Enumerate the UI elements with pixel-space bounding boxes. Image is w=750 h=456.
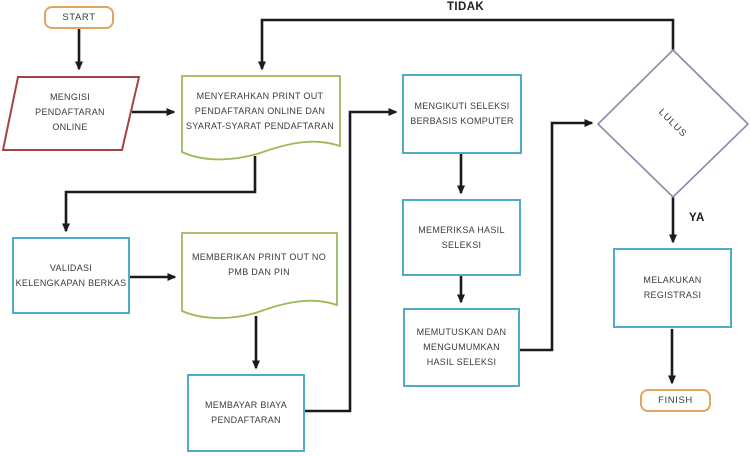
mengisi-parallelogram — [1, 76, 141, 151]
validasi-process-box: VALIDASI KELENGKAPAN BERKAS — [12, 237, 130, 314]
finish-terminator: FINISH — [640, 389, 711, 412]
start-label: START — [62, 12, 96, 23]
memeriksa-process-box: MEMERIKSA HASIL SELEKSI — [402, 199, 521, 276]
connector-membayar-to-mengikuti — [305, 108, 398, 413]
finish-label: FINISH — [658, 395, 693, 406]
mengikuti-label: MENGIKUTI SELEKSI BERBASIS KOMPUTER — [410, 101, 514, 126]
membayar-label: MEMBAYAR BIAYA PENDAFTARAN — [204, 400, 288, 425]
menyerahkan-document-shape — [181, 75, 341, 161]
connector-memutuskan-to-lulus — [520, 119, 594, 352]
start-terminator: START — [44, 6, 114, 29]
memutuskan-process-box: MEMUTUSKAN DAN MENGUMUMKAN HASIL SELEKSI — [403, 308, 520, 387]
connector-menyerahkan-to-validasi — [62, 156, 257, 233]
branch-label-ya: YA — [689, 212, 705, 224]
branch-label-tidak: TIDAK — [447, 1, 485, 13]
memeriksa-label: MEMERIKSA HASIL SELEKSI — [418, 224, 505, 250]
membayar-process-box: MEMBAYAR BIAYA PENDAFTARAN — [187, 374, 305, 452]
lulus-decision-diamond — [596, 48, 750, 199]
melakukan-process-box: MELAKUKAN REGISTRASI — [613, 248, 732, 328]
memutuskan-label: MEMUTUSKAN DAN MENGUMUMKAN HASIL SELEKSI — [416, 327, 507, 367]
melakukan-label: MELAKUKAN REGISTRASI — [643, 275, 702, 300]
validasi-label: VALIDASI KELENGKAPAN BERKAS — [15, 262, 127, 288]
memberikan-document-shape — [181, 232, 338, 319]
connector-tidak-lulus-to-menyerahkan — [258, 18, 675, 71]
mengikuti-process-box: MENGIKUTI SELEKSI BERBASIS KOMPUTER — [402, 74, 522, 154]
